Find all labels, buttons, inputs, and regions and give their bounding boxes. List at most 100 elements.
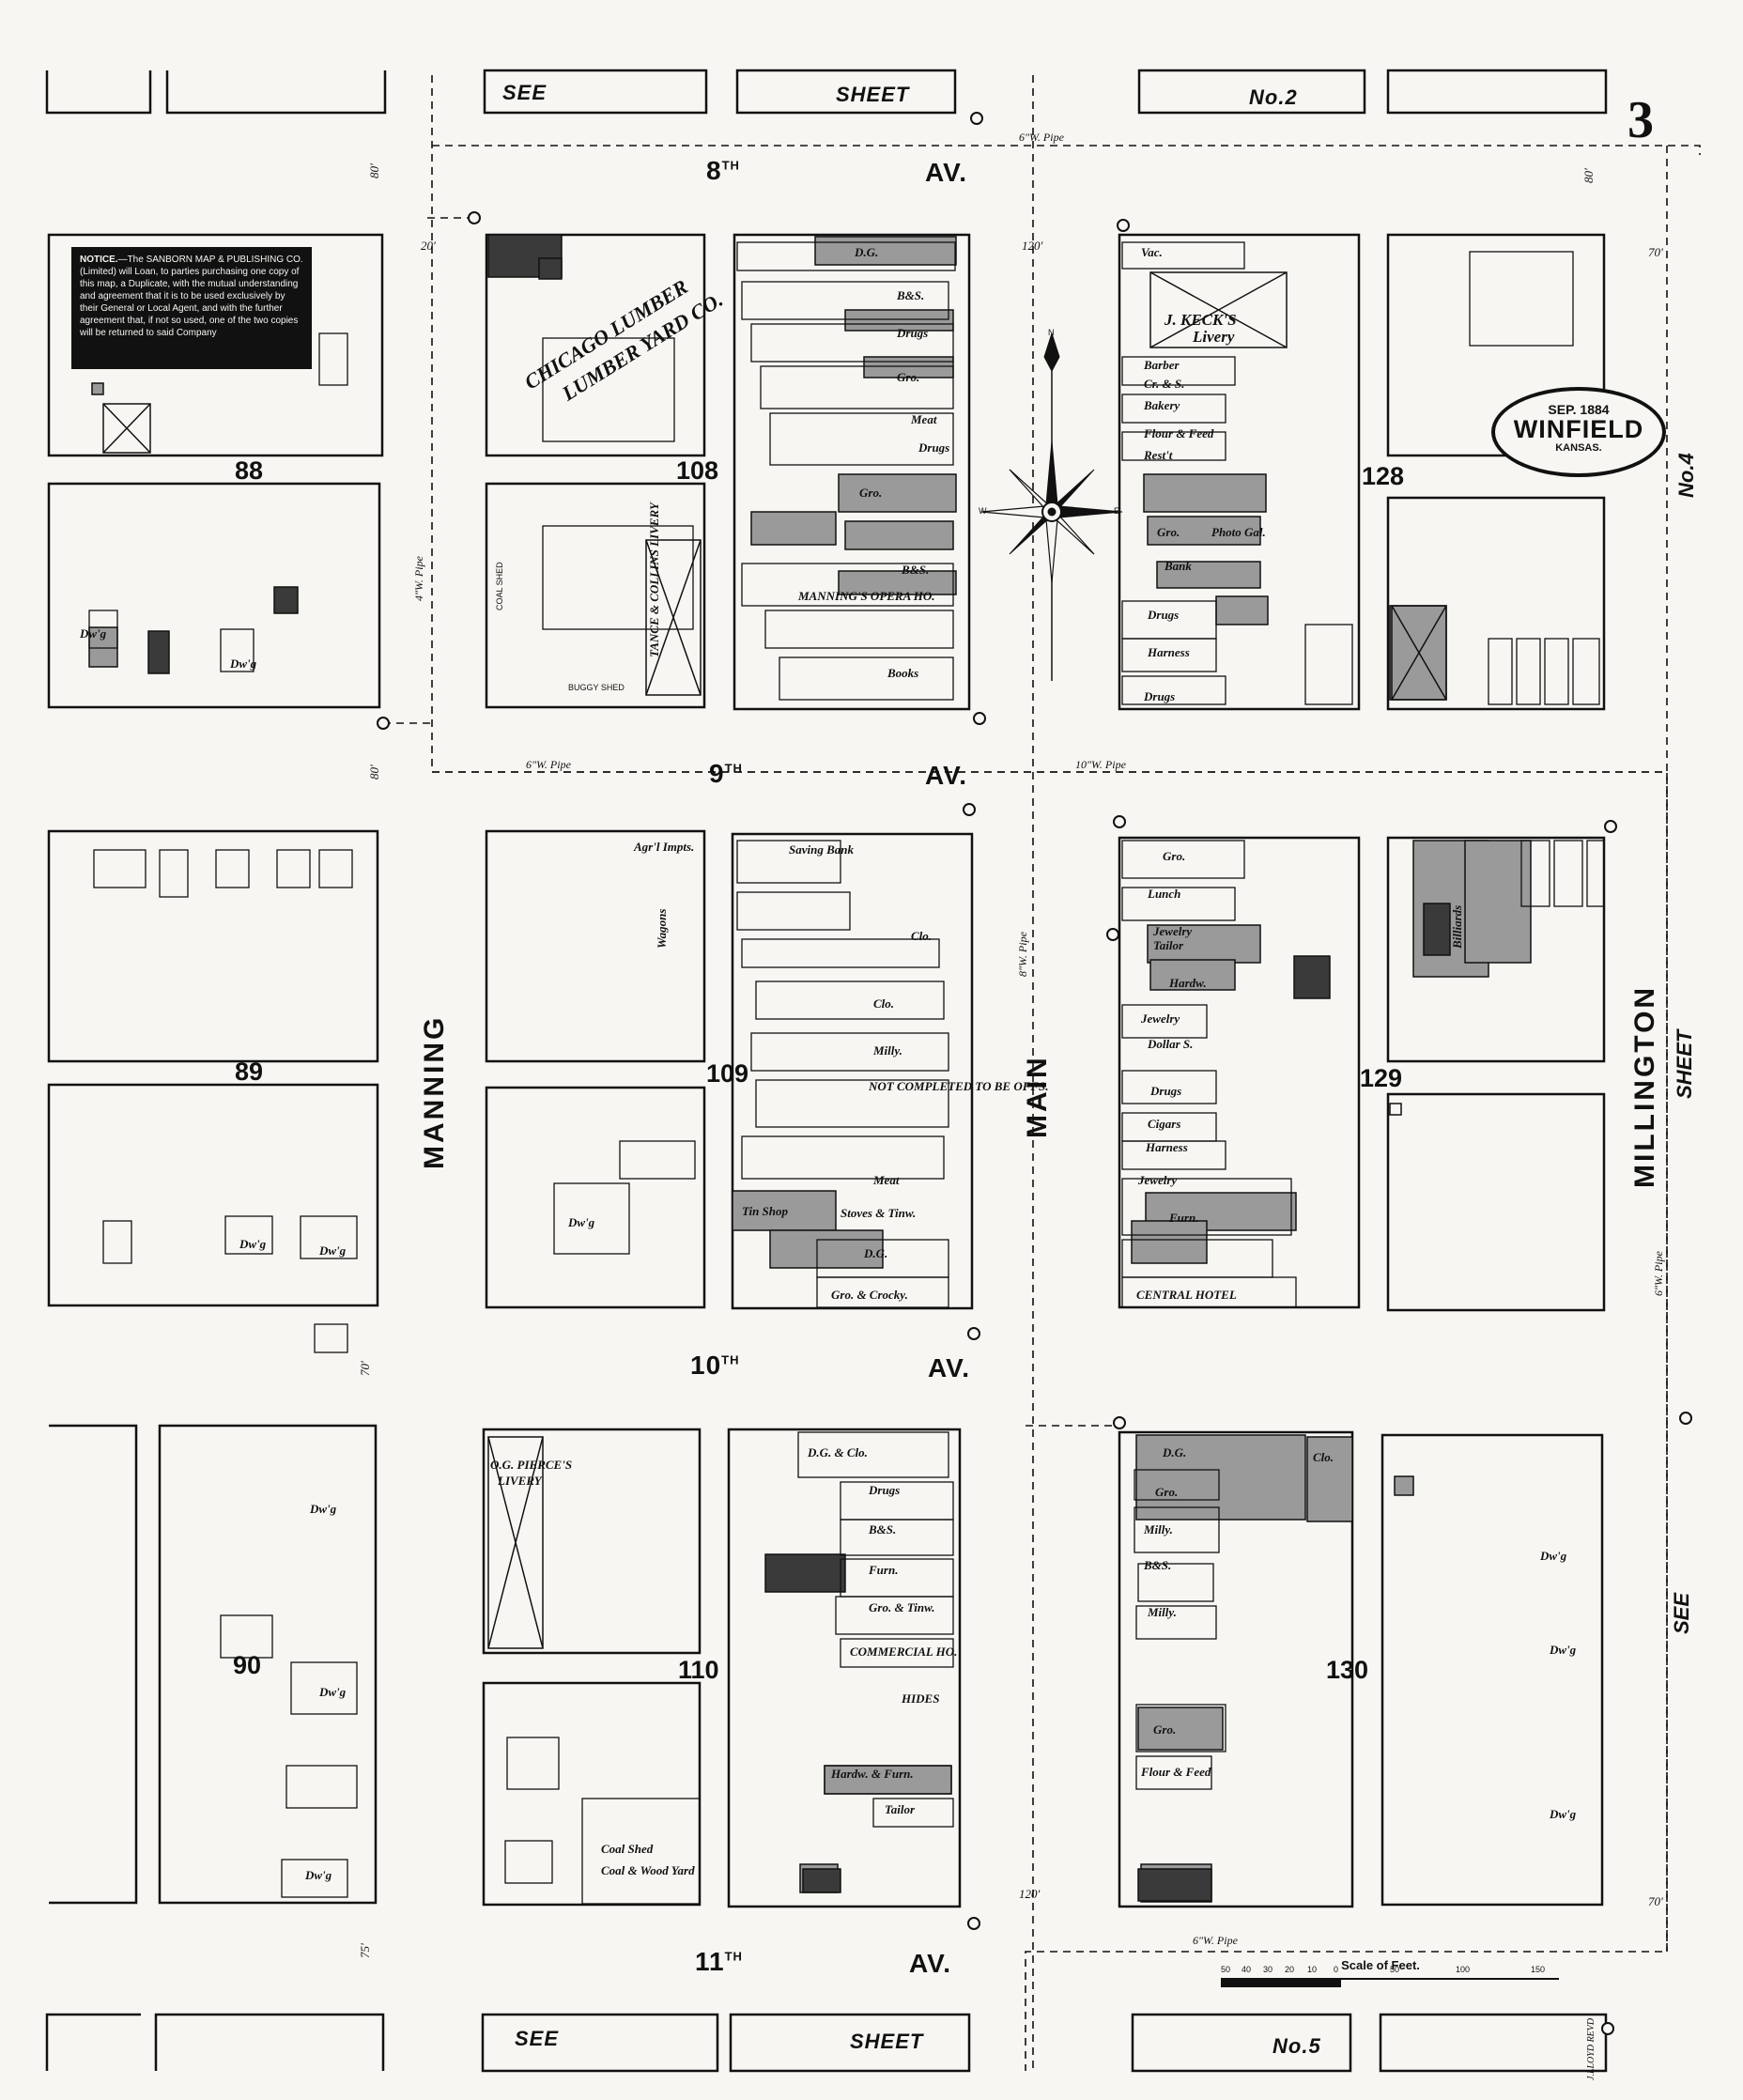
label-wagons: Wagons bbox=[655, 908, 669, 949]
block-89-north bbox=[47, 829, 379, 1063]
scale-label: Scale of Feet. bbox=[1341, 1958, 1420, 1972]
label-agrl-impts: Agr'l Impts. bbox=[634, 840, 695, 854]
label-manning-opera: MANNING'S OPERA HO. bbox=[798, 589, 935, 603]
label-dwg-130b: Dw'g bbox=[1550, 1643, 1577, 1657]
block-number-109: 109 bbox=[706, 1059, 749, 1088]
label-hides: HIDES bbox=[902, 1691, 940, 1706]
notice-heading: NOTICE. bbox=[80, 255, 118, 265]
block-number-90: 90 bbox=[233, 1651, 262, 1679]
street-10th-av: AV. bbox=[928, 1353, 971, 1382]
label-milly-130: Milly. bbox=[1144, 1522, 1173, 1536]
label-cigars: Cigars bbox=[1148, 1117, 1181, 1131]
block-129-se bbox=[1386, 1092, 1606, 1312]
street-9th: 9TH bbox=[709, 759, 743, 788]
label-bakery: Bakery bbox=[1144, 398, 1180, 412]
no-top: No.2 bbox=[1249, 85, 1298, 109]
label-saving-bank: Saving Bank bbox=[789, 842, 854, 857]
label-bs2-108: B&S. bbox=[902, 563, 930, 577]
scale-bar: 50 40 30 20 10 0 50 100 150 bbox=[1221, 1965, 1559, 1989]
label-hardw-furn: Hardw. & Furn. bbox=[831, 1767, 914, 1781]
see-sheet-bottom-c bbox=[1131, 2013, 1352, 2073]
scale-fill bbox=[1221, 1980, 1341, 1987]
title-stamp: SEP. 1884 WINFIELD KANSAS. bbox=[1491, 387, 1666, 477]
label-commercial-ho: COMMERCIAL HO. bbox=[850, 1644, 958, 1659]
dim-20-a: 20' bbox=[421, 239, 436, 253]
label-clo-109: Clo. bbox=[873, 996, 895, 1011]
label-dg-clo: D.G. & Clo. bbox=[808, 1445, 868, 1459]
street-manning: MANNING bbox=[419, 1014, 450, 1169]
label-milly-109: Milly. bbox=[873, 1043, 902, 1058]
label-gro-crocky: Gro. & Crocky. bbox=[831, 1288, 908, 1302]
label-tailor: Tailor bbox=[1153, 938, 1184, 952]
block-90 bbox=[158, 1424, 378, 1905]
pipe-8th bbox=[432, 145, 1701, 155]
label-dg-130: D.G. bbox=[1163, 1445, 1187, 1459]
label-drugs-128: Drugs bbox=[1148, 608, 1180, 622]
label-dwg-90a: Dw'g bbox=[310, 1502, 337, 1516]
street-11th-av: AV. bbox=[909, 1949, 952, 1978]
see-right: SEE bbox=[1670, 1592, 1693, 1634]
dim-70-b: 70' bbox=[1648, 245, 1663, 259]
label-coal-wood: Coal & Wood Yard bbox=[601, 1863, 695, 1877]
pipe-label-manning: 4"W. Pipe bbox=[412, 556, 425, 601]
label-harness-129: Harness bbox=[1146, 1140, 1188, 1154]
block-110-sw bbox=[482, 1681, 702, 1907]
pipe-label-millington: 6"W. Pipe bbox=[1652, 1251, 1665, 1296]
block-129-ne bbox=[1386, 836, 1606, 1063]
label-bs-130: B&S. bbox=[1144, 1558, 1172, 1572]
no-right: No.4 bbox=[1674, 453, 1698, 498]
see-sheet-bottom-a bbox=[481, 2013, 719, 2073]
label-restt: Rest't bbox=[1144, 448, 1173, 462]
label-drugs-108: Drugs bbox=[897, 326, 929, 340]
see-sheet-bottom-b bbox=[729, 2013, 971, 2073]
block-128-west bbox=[1118, 233, 1361, 711]
see-top: SEE bbox=[502, 81, 548, 104]
surveyor-signature: J.LLOYD REVD bbox=[1586, 2017, 1596, 2080]
label-tailor-110: Tailor bbox=[885, 1802, 916, 1816]
street-millington: MILLINGTON bbox=[1629, 984, 1660, 1188]
label-clo-109a: Clo. bbox=[911, 929, 933, 943]
label-gro-129: Gro. bbox=[1163, 849, 1186, 863]
block-128-se bbox=[1386, 496, 1606, 711]
label-kecks-livery: Livery bbox=[1193, 328, 1235, 346]
block-109-east bbox=[731, 832, 974, 1310]
pipe-label-main: 8"W. Pipe bbox=[1016, 932, 1029, 977]
label-dwg-88a: Dw'g bbox=[80, 626, 107, 641]
label-dwg-130c: Dw'g bbox=[1550, 1807, 1577, 1821]
label-kecks: J. KECK'S bbox=[1165, 311, 1237, 329]
dim-80-b: 80' bbox=[367, 764, 381, 780]
compass-rose bbox=[980, 332, 1123, 681]
label-vac-128: Vac. bbox=[1141, 245, 1163, 259]
stamp-date: SEP. 1884 bbox=[1548, 402, 1610, 417]
sheet-right: SHEET bbox=[1673, 1029, 1696, 1099]
sheet-top: SHEET bbox=[836, 83, 910, 106]
block-110-east bbox=[727, 1428, 962, 1908]
label-gro2-130: Gro. bbox=[1153, 1722, 1177, 1737]
label-coal-shed-108: COAL SHED bbox=[495, 562, 504, 610]
label-harness-128: Harness bbox=[1148, 645, 1190, 659]
label-tance-livery: TANCE & COLLINS LIVERY bbox=[647, 502, 661, 657]
stamp-city: WINFIELD bbox=[1513, 415, 1644, 443]
label-tin-shop: Tin Shop bbox=[742, 1204, 789, 1218]
label-bank: Bank bbox=[1165, 559, 1192, 573]
label-dwg-88b: Dw'g bbox=[230, 656, 257, 671]
see-sheet-bottom-d bbox=[1379, 2013, 1608, 2073]
label-barber: Barber bbox=[1144, 358, 1180, 372]
block-108-east bbox=[733, 233, 971, 711]
sheet-number: 3 bbox=[1627, 91, 1654, 149]
pipe-label-8th: 6"W. Pipe bbox=[1019, 131, 1064, 144]
top-edge-blocks bbox=[45, 70, 387, 115]
pipe-label-9th-left: 6"W. Pipe bbox=[526, 758, 571, 771]
see-bottom: SEE bbox=[515, 2027, 560, 2050]
dim-120-a: 120' bbox=[1022, 239, 1043, 253]
block-109-sw bbox=[485, 1086, 706, 1309]
label-dwg-89: Dw'g bbox=[239, 1237, 267, 1251]
block-number-108: 108 bbox=[676, 456, 719, 485]
sanborn-notice: NOTICE.—The SANBORN MAP & PUBLISHING CO.… bbox=[71, 247, 312, 369]
dim-70-c: 70' bbox=[1648, 1894, 1663, 1908]
scale-of-feet: Scale of Feet. 50 40 30 20 10 0 50 100 1… bbox=[1221, 1958, 1559, 1989]
label-central-hotel: CENTRAL HOTEL bbox=[1136, 1288, 1237, 1302]
compass-e: E bbox=[1114, 506, 1120, 516]
label-not-completed: NOT COMPLETED TO BE OFFS. bbox=[869, 1079, 1049, 1093]
block-89-south bbox=[47, 1083, 379, 1307]
